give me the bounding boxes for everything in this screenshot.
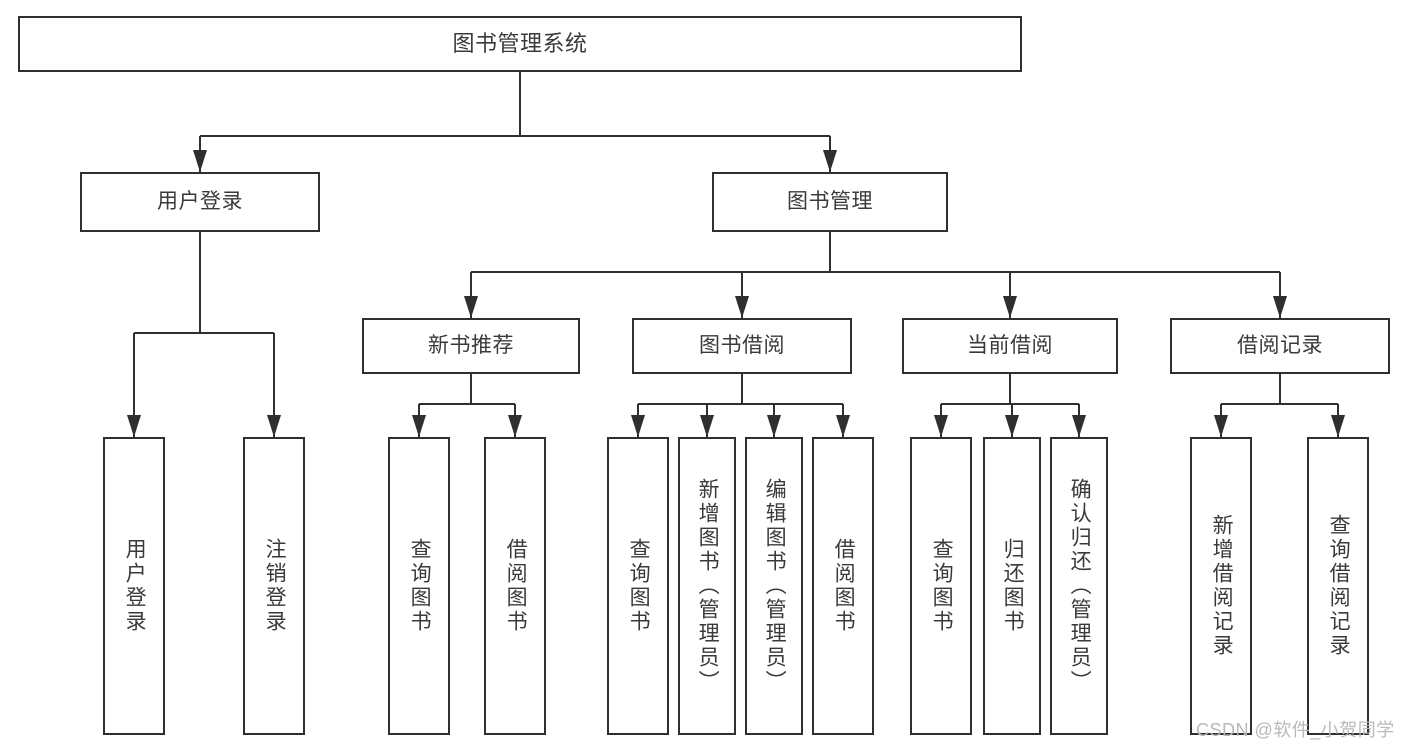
tree-node-label: 借阅记录 bbox=[1237, 334, 1323, 358]
tree-node-label: 图书借阅 bbox=[699, 334, 785, 358]
tree-node-n-borrow[interactable]: 图书借阅 bbox=[632, 318, 852, 374]
tree-node-label: 新增借阅记录 bbox=[1210, 514, 1234, 658]
tree-node-label: 编辑图书（管理员） bbox=[763, 478, 787, 694]
tree-node-label: 当前借阅 bbox=[967, 334, 1053, 358]
watermark: CSDN @软件_小贺同学 bbox=[1196, 720, 1395, 740]
tree-node-l-bor-1[interactable]: 查询图书 bbox=[607, 437, 669, 735]
tree-node-label: 查询图书 bbox=[930, 538, 954, 634]
tree-node-label: 用户登录 bbox=[123, 538, 147, 634]
tree-node-label: 借阅图书 bbox=[504, 538, 528, 634]
tree-node-n-login[interactable]: 用户登录 bbox=[80, 172, 320, 232]
tree-node-label: 新书推荐 bbox=[428, 334, 514, 358]
tree-node-label: 借阅图书 bbox=[832, 538, 856, 634]
tree-node-label: 确认归还（管理员） bbox=[1068, 478, 1092, 694]
tree-node-l-cur-3[interactable]: 确认归还（管理员） bbox=[1050, 437, 1108, 735]
tree-node-label: 用户登录 bbox=[157, 190, 243, 214]
tree-node-l-cur-1[interactable]: 查询图书 bbox=[910, 437, 972, 735]
tree-node-n-current[interactable]: 当前借阅 bbox=[902, 318, 1118, 374]
tree-node-label: 图书管理系统 bbox=[452, 30, 588, 56]
tree-node-l-bor-3[interactable]: 编辑图书（管理员） bbox=[745, 437, 803, 735]
tree-node-label: 查询图书 bbox=[408, 538, 432, 634]
tree-node-l-rec-2[interactable]: 查询借阅记录 bbox=[1307, 437, 1369, 735]
tree-node-label: 查询借阅记录 bbox=[1327, 514, 1351, 658]
tree-node-root[interactable]: 图书管理系统 bbox=[18, 16, 1022, 72]
tree-node-label: 新增图书（管理员） bbox=[696, 478, 720, 694]
tree-node-l-bor-2[interactable]: 新增图书（管理员） bbox=[678, 437, 736, 735]
tree-node-l-login-1[interactable]: 用户登录 bbox=[103, 437, 165, 735]
tree-node-n-newbook[interactable]: 新书推荐 bbox=[362, 318, 580, 374]
tree-node-l-login-2[interactable]: 注销登录 bbox=[243, 437, 305, 735]
tree-node-l-cur-2[interactable]: 归还图书 bbox=[983, 437, 1041, 735]
tree-node-label: 归还图书 bbox=[1001, 538, 1025, 634]
tree-node-l-new-2[interactable]: 借阅图书 bbox=[484, 437, 546, 735]
tree-node-label: 图书管理 bbox=[787, 190, 873, 214]
tree-node-n-bookmgmt[interactable]: 图书管理 bbox=[712, 172, 948, 232]
tree-node-l-bor-4[interactable]: 借阅图书 bbox=[812, 437, 874, 735]
tree-node-label: 注销登录 bbox=[263, 538, 287, 634]
tree-node-l-new-1[interactable]: 查询图书 bbox=[388, 437, 450, 735]
tree-node-label: 查询图书 bbox=[627, 538, 651, 634]
tree-node-l-rec-1[interactable]: 新增借阅记录 bbox=[1190, 437, 1252, 735]
tree-node-n-record[interactable]: 借阅记录 bbox=[1170, 318, 1390, 374]
